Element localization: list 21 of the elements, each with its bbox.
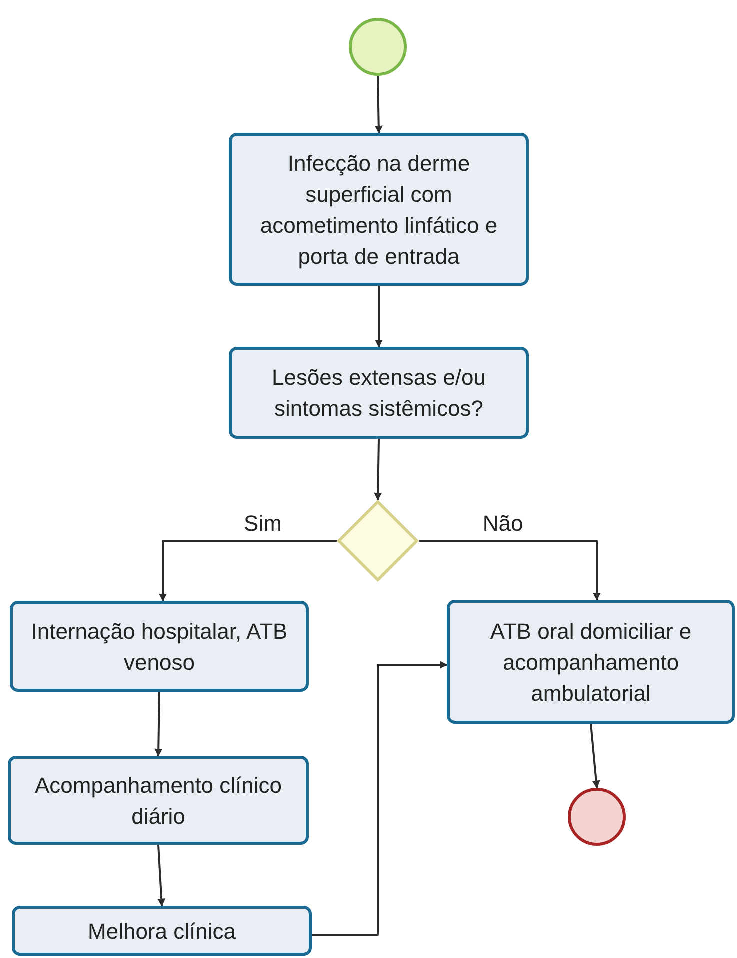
process-box [8,756,309,845]
process-box [447,600,735,724]
arrow [374,76,383,134]
process-box [229,347,529,439]
arrow [312,661,448,936]
process-box [12,906,312,956]
arrow [154,692,163,757]
arrow [374,438,382,501]
box-text: Infecção na derme superficial com acometimento linfático e porta de entrada [259,150,499,271]
arrow [159,540,337,602]
box-text: Lesões extensas e/ou sintomas sistêmicos? [270,364,488,423]
arrow [419,540,601,601]
process-box [10,601,309,692]
box-text: ATB oral domiciliar e acompanhamento ambulatorial [489,618,693,708]
box-text: Melhora clínica [88,918,236,946]
box-text: Acompanhamento clínico diário [34,772,284,830]
arrow [375,286,383,348]
arrow [158,844,166,907]
process-box [229,133,529,286]
box-text: Internação hospitalar, ATB venoso [30,618,289,676]
arrow [590,724,600,789]
